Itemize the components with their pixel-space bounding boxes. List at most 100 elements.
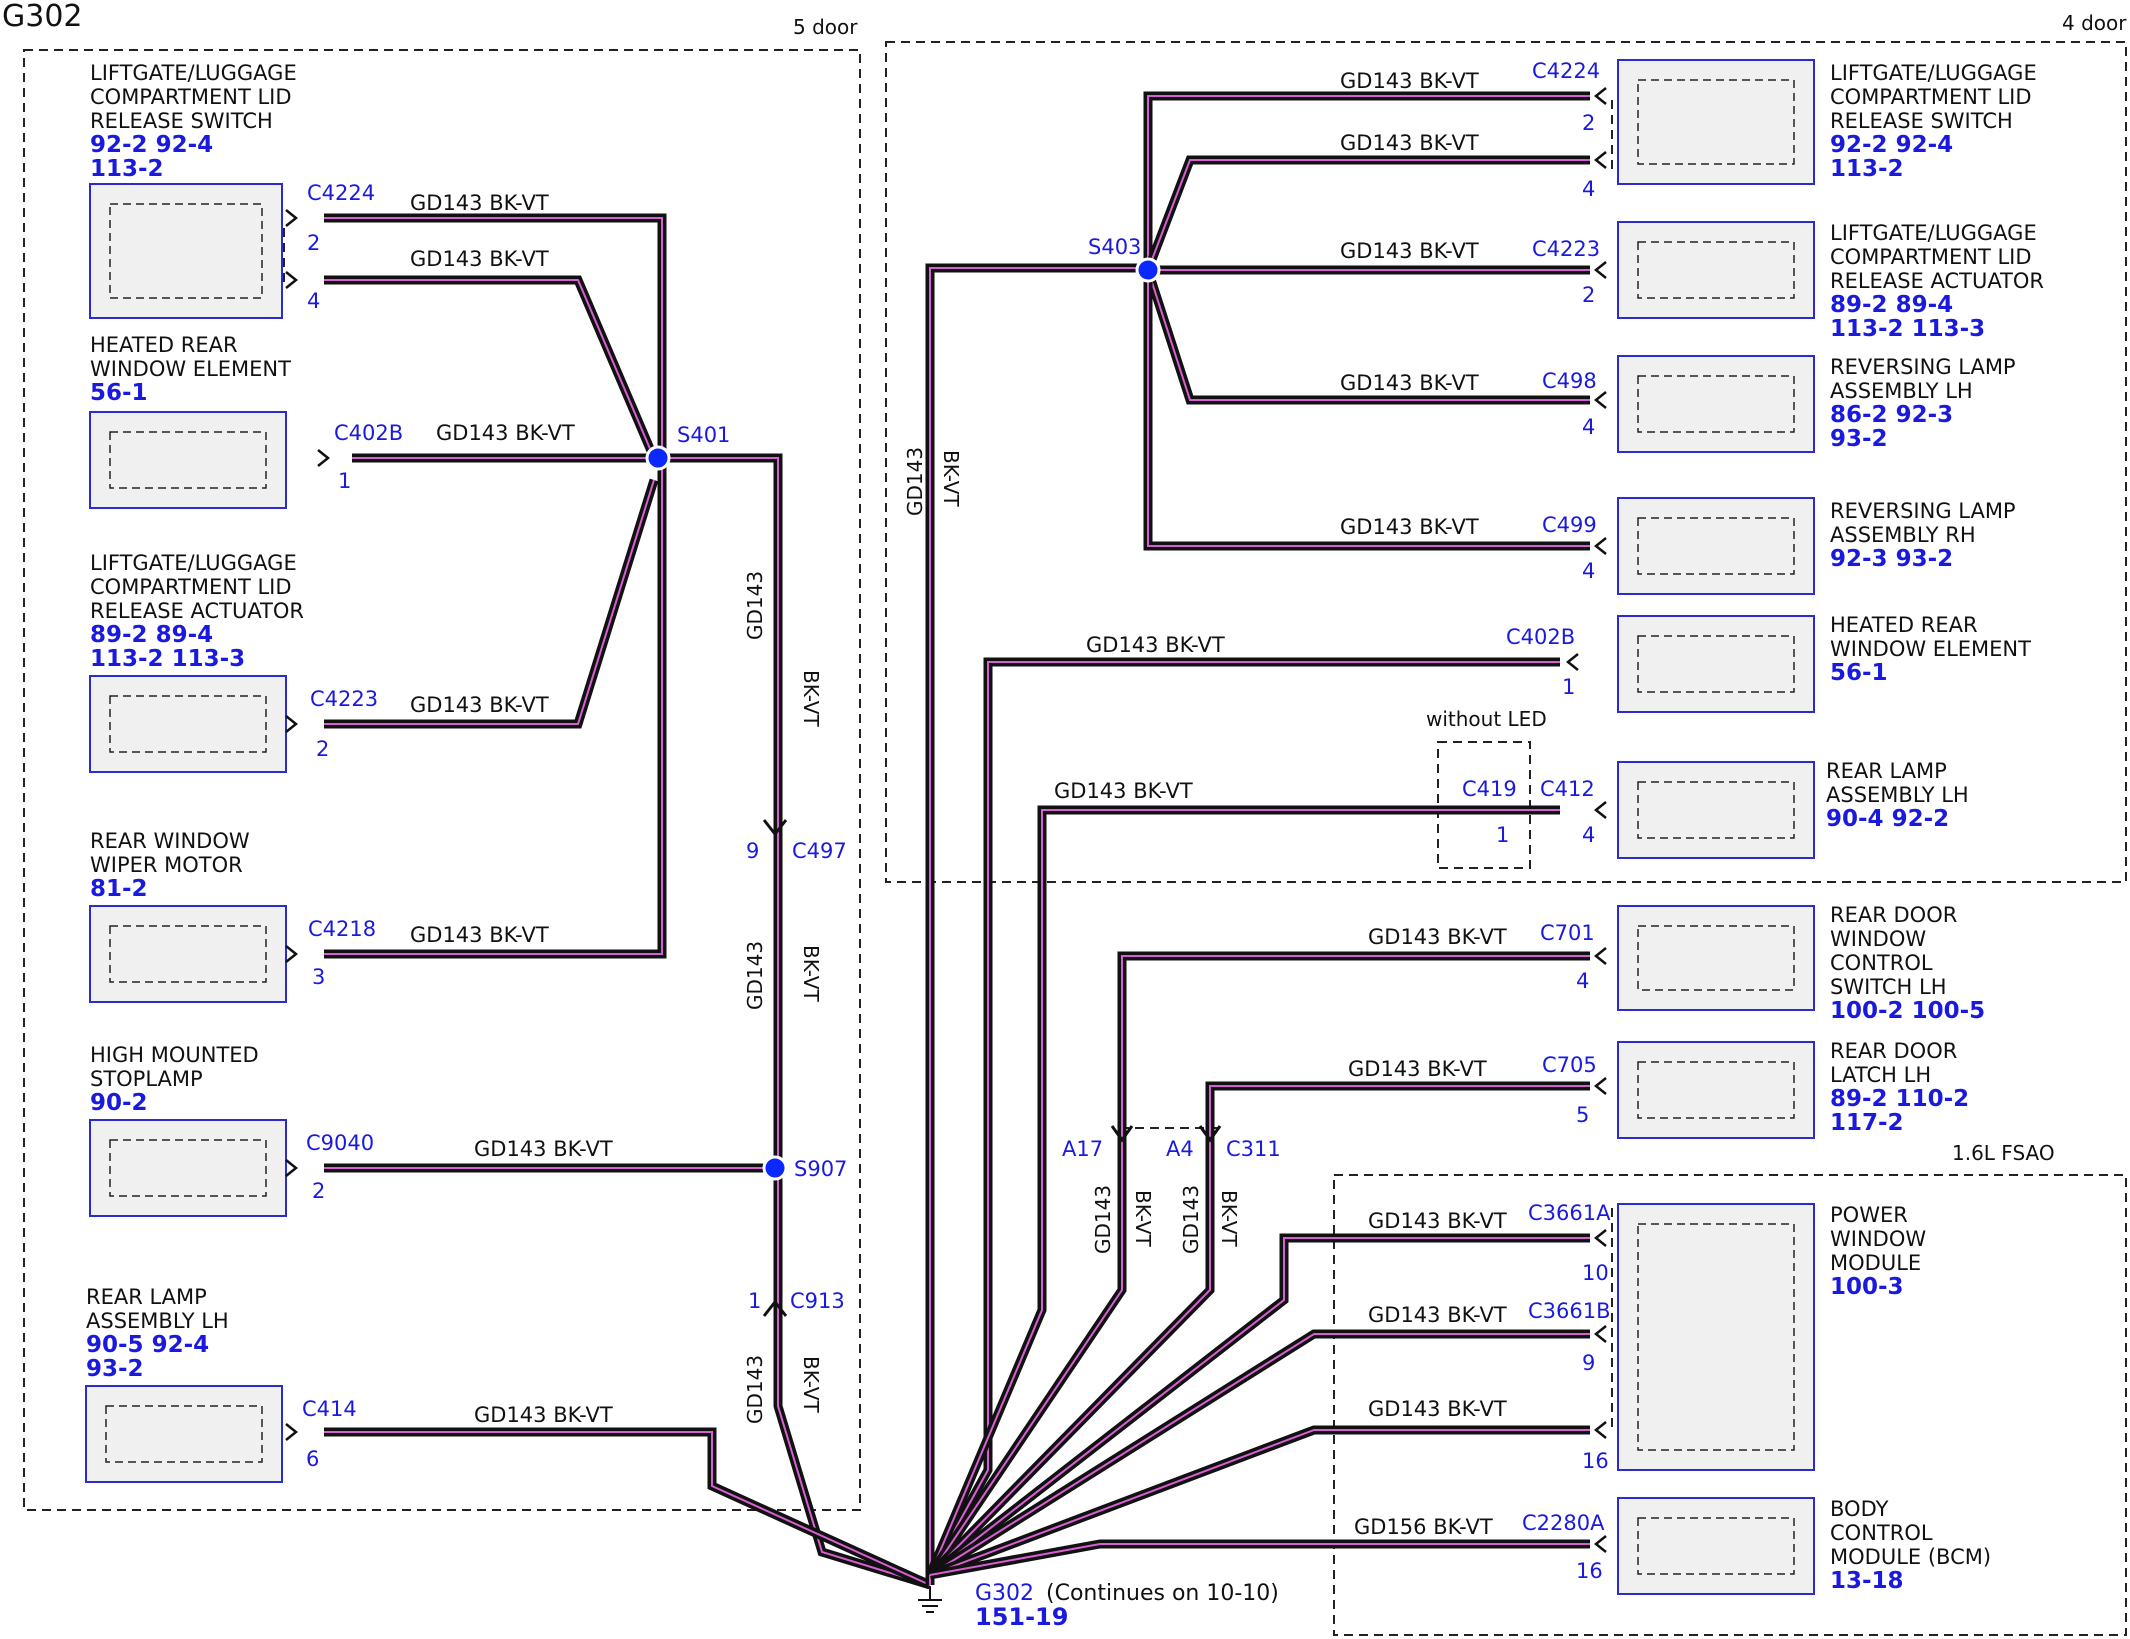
- component-name-line: CONTROL: [1830, 951, 1933, 975]
- terminal-arrow-right-6: [1593, 801, 1607, 819]
- vertical-wire-labels: GD143 BK-VT GD143 BK-VT GD143 BK-VT GD14…: [743, 447, 1241, 1424]
- c311-mark-a17: [1110, 1125, 1134, 1143]
- component-ref: 100-2 100-5: [1830, 998, 1985, 1024]
- splice-s907-label: S907: [794, 1157, 847, 1181]
- wire-label-r4: GD143 BK-VT: [1340, 371, 1479, 395]
- vwire-circuit-2: GD143: [743, 941, 767, 1010]
- wire-label-r13: GD156 BK-VT: [1354, 1515, 1493, 1539]
- terminal-arrow-left-0: [285, 209, 299, 227]
- component-ref: 113-2 113-3: [1830, 316, 1985, 342]
- wire-1-inner: [324, 279, 655, 459]
- component-name-line: HEATED REAR: [1830, 613, 1978, 637]
- wire-label-l7: GD143 BK-VT: [474, 1403, 613, 1427]
- c913-mark: [762, 1299, 788, 1317]
- connector-label: C4218: [308, 917, 376, 941]
- page-title: G302: [2, 0, 83, 34]
- wire-11-inner: [1147, 269, 1590, 401]
- ground-name: G302: [975, 1581, 1034, 1606]
- wire-16-inner: [929, 1085, 1590, 1576]
- wire-7-inner: [929, 267, 1148, 1585]
- wire-10-inner: [1147, 159, 1590, 271]
- wire-3-inner: [324, 479, 655, 725]
- component-ref: 81-2: [90, 876, 148, 902]
- component-inner: [1637, 79, 1795, 165]
- wire-2-outer: [352, 453, 932, 1590]
- wire-6-outer: [324, 1427, 932, 1590]
- component-name-line: LIFTGATE/LUGGAGE: [90, 551, 297, 575]
- component-name-line: MODULE: [1830, 1251, 1921, 1275]
- connector-label: C414: [302, 1397, 357, 1421]
- component-name-line: RELEASE SWITCH: [90, 109, 273, 133]
- four-door-region: [885, 41, 2127, 883]
- component-name-line: ASSEMBLY LH: [1830, 379, 1973, 403]
- wire-label-r11: GD143 BK-VT: [1368, 1303, 1507, 1327]
- c311-label: C311: [1226, 1137, 1281, 1161]
- wire-label-r1: GD143 BK-VT: [1340, 69, 1479, 93]
- component-name-line: RELEASE ACTUATOR: [1830, 269, 2044, 293]
- terminal-arrow-right-7: [1593, 947, 1607, 965]
- wire-17-inner: [929, 1237, 1590, 1576]
- fsao-label: 1.6L FSAO: [1952, 1141, 2055, 1165]
- component-ref: 90-5 92-4: [86, 1332, 209, 1358]
- component-inner: [1637, 517, 1795, 575]
- splice-s401-label: S401: [677, 423, 730, 447]
- wire-15-inner: [929, 955, 1590, 1576]
- component-box: [1617, 761, 1815, 859]
- vwire-color-6: BK-VT: [1217, 1190, 1241, 1247]
- component-ref: 117-2: [1830, 1110, 1904, 1136]
- component-ref: 92-2 92-4: [1830, 132, 1953, 158]
- component-name-line: WINDOW: [1830, 1227, 1926, 1251]
- pin-label: 4: [1576, 969, 1589, 993]
- component-name-line: BODY: [1830, 1497, 1889, 1521]
- component-name-line: CONTROL: [1830, 1521, 1933, 1545]
- vwire-circuit-1: GD143: [743, 571, 767, 640]
- component-ref: 89-2 89-4: [1830, 292, 1953, 318]
- wire-12-inner: [1147, 270, 1590, 547]
- component-ref: 89-2 110-2: [1830, 1086, 1969, 1112]
- wire-19-inner: [929, 1429, 1590, 1576]
- component-inner: [105, 1405, 263, 1463]
- without-led-region: [1437, 741, 1531, 869]
- connector-label: C3661A: [1528, 1201, 1611, 1225]
- splice-s403: [1135, 257, 1161, 283]
- wire-9-inner: [1147, 95, 1590, 270]
- wire-label-r5: GD143 BK-VT: [1340, 515, 1479, 539]
- component-inner: [1637, 781, 1795, 839]
- component-inner: [1637, 1517, 1795, 1575]
- pin-label: 2: [1582, 111, 1595, 135]
- component-ref: 113-2: [90, 156, 164, 182]
- c913-pin: 1: [748, 1289, 761, 1313]
- wire-20-inner: [929, 1543, 1590, 1576]
- component-name-line: STOPLAMP: [90, 1067, 203, 1091]
- component-ref: 92-3 93-2: [1830, 546, 1953, 572]
- connector-label: C3661B: [1528, 1299, 1611, 1323]
- component-box: [89, 675, 287, 773]
- terminal-arrow-right-2: [1593, 261, 1607, 279]
- c311-mark-a4: [1198, 1125, 1222, 1143]
- component-name-line: ASSEMBLY RH: [1830, 523, 1976, 547]
- wire-label-r3: GD143 BK-VT: [1340, 239, 1479, 263]
- connector-label: C705: [1542, 1053, 1597, 1077]
- pin-label: 5: [1576, 1103, 1589, 1127]
- component-ref: 90-2: [90, 1090, 148, 1116]
- wire-label-r10: GD143 BK-VT: [1368, 1209, 1507, 1233]
- component-name-line: REAR WINDOW: [90, 829, 250, 853]
- component-inner: [109, 203, 263, 299]
- component-name-line: COMPARTMENT LID: [90, 575, 292, 599]
